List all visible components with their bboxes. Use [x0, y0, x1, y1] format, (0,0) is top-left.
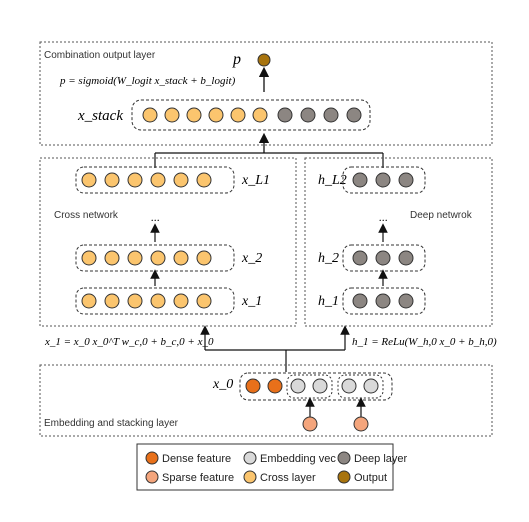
legend-dense-swatch	[145, 451, 159, 465]
h2-label: h_2	[318, 251, 339, 266]
combination-layer-box	[39, 41, 493, 146]
legend-embedding-swatch	[243, 451, 257, 465]
sparse-node	[353, 416, 369, 432]
stack-cross-node	[252, 107, 268, 123]
x-stack-label: x_stack	[77, 108, 123, 124]
legend-deep-swatch	[337, 451, 351, 465]
dense-node	[245, 378, 261, 394]
legend-box	[136, 443, 394, 491]
deep-layer-L2-box	[342, 166, 426, 194]
legend-sparse-label: Sparse feature	[162, 472, 234, 484]
h1-label: h_1	[318, 294, 339, 309]
deep-layer-2-box	[342, 244, 426, 272]
x0-label: x_0	[212, 377, 233, 392]
legend-sparse-swatch	[145, 470, 159, 484]
deep-layer-L2-nodes	[352, 172, 414, 188]
stack-cross-node	[230, 107, 246, 123]
output-node	[257, 53, 271, 67]
deep-layer-1-nodes	[352, 293, 414, 309]
x1-label: x_1	[241, 294, 262, 309]
cross-network-box	[39, 157, 297, 327]
stack-deep-node	[346, 107, 362, 123]
legend-embedding-label: Embedding vec	[260, 453, 336, 465]
deep-layer-1-box	[342, 287, 426, 315]
cross-layer-1-nodes	[81, 293, 212, 309]
embedding-node	[341, 378, 357, 394]
stack-cross-node	[208, 107, 224, 123]
x2-label: x_2	[241, 251, 262, 266]
deep-network-box	[304, 157, 493, 327]
stack-cross-node	[142, 107, 158, 123]
x0-nodes	[245, 378, 379, 394]
hL2-label: h_L2	[318, 173, 347, 188]
dense-node	[267, 378, 283, 394]
stack-deep-node	[277, 107, 293, 123]
legend-cross-swatch	[243, 470, 257, 484]
output-p-label: p	[232, 51, 241, 68]
cross-layer-2-nodes	[81, 250, 212, 266]
stack-deep-node	[300, 107, 316, 123]
embedding-node	[290, 378, 306, 394]
embedding-layer-box	[39, 364, 493, 437]
cross-layer-L1-nodes	[81, 172, 212, 188]
legend-deep-label: Deep layer	[354, 453, 408, 465]
x-L1-label: x_L1	[241, 173, 270, 188]
deep-equation: h_1 = ReLu(W_h,0 x_0 + b_h,0)	[352, 336, 497, 348]
legend-dense-label: Dense feature	[162, 453, 231, 465]
legend-output-swatch	[337, 470, 351, 484]
sparse-node	[302, 416, 318, 432]
legend: Dense feature Embedding vec Deep layer S…	[145, 451, 408, 484]
embedding-layer-title: Embedding and stacking layer	[44, 418, 179, 429]
cross-layer-L1-box	[75, 166, 235, 194]
combination-layer-title: Combination output layer	[44, 50, 156, 61]
cross-network-title: Cross network	[54, 210, 119, 221]
stack-deep-node	[323, 107, 339, 123]
cross-equation: x_1 = x_0 x_0^T w_c,0 + b_c,0 + x_0	[44, 336, 214, 348]
deep-network-title: Deep netwrok	[410, 210, 473, 221]
stack-nodes	[142, 107, 362, 123]
stack-cross-node	[186, 107, 202, 123]
x0-group-box	[239, 372, 393, 401]
embedding-node	[363, 378, 379, 394]
stack-group-box	[131, 99, 371, 131]
stack-cross-node	[164, 107, 180, 123]
cross-ellipsis: ...	[151, 210, 160, 224]
embedding-node	[312, 378, 328, 394]
sigmoid-equation: p = sigmoid(W_logit x_stack + b_logit)	[59, 75, 236, 87]
legend-cross-label: Cross layer	[260, 472, 316, 484]
cross-layer-1-box	[75, 287, 235, 315]
deep-layer-2-nodes	[352, 250, 414, 266]
deep-ellipsis: ...	[379, 210, 388, 224]
legend-output-label: Output	[354, 472, 387, 484]
